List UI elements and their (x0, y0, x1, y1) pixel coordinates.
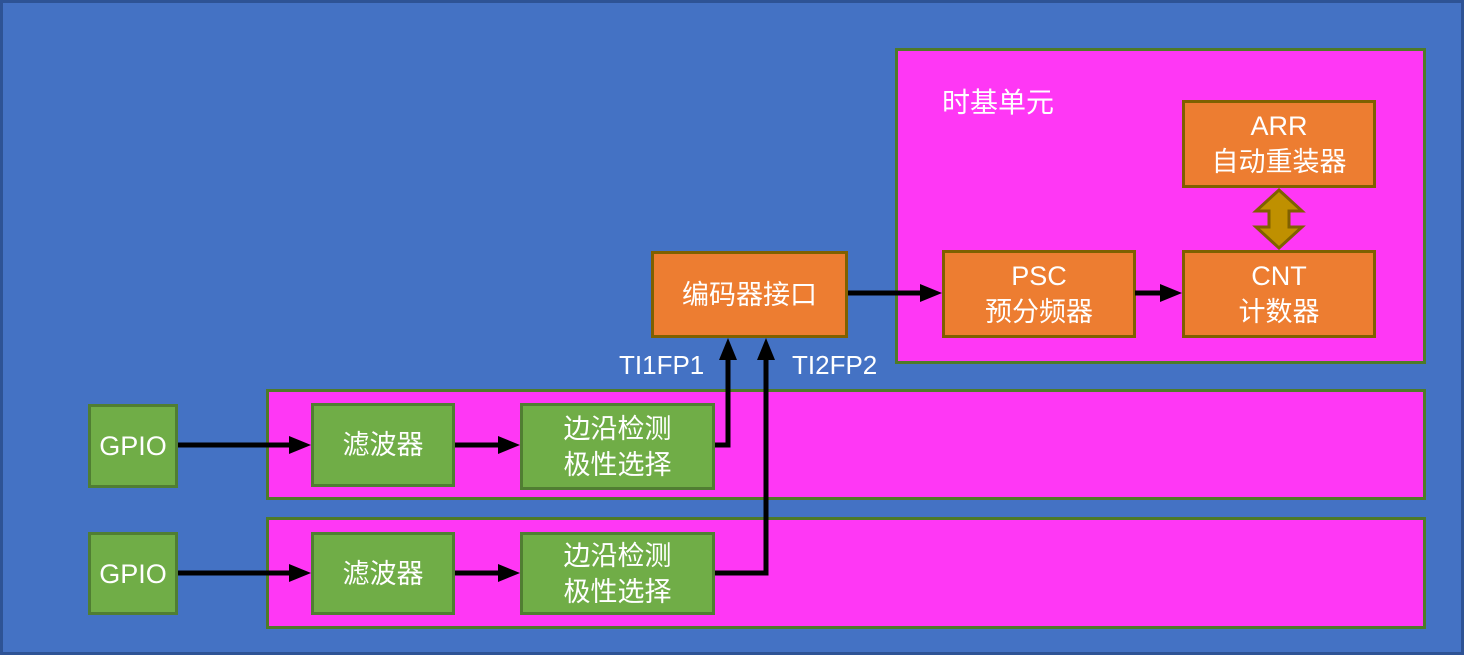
edge-box-1-line2: 极性选择 (563, 449, 672, 480)
cnt-counter-box: CNT 计数器 (1182, 250, 1376, 338)
edge-box-2-line2: 极性选择 (563, 576, 672, 607)
filter-box-2-label: 滤波器 (342, 558, 424, 589)
gpio-box-2-label: GPIO (99, 558, 167, 589)
edge-box-1-line1: 边沿检测 (563, 413, 672, 444)
arr-box-title: ARR (1250, 111, 1308, 141)
cnt-box-subtitle: 计数器 (1238, 297, 1320, 327)
arr-auto-reload-box: ARR 自动重装器 (1182, 100, 1376, 188)
filter-box-2: 滤波器 (311, 532, 455, 615)
edge-detect-polarity-box-2: 边沿检测 极性选择 (520, 532, 715, 615)
psc-box-subtitle: 预分频器 (985, 297, 1093, 327)
encoder-interface-box: 编码器接口 (651, 251, 848, 338)
gpio-box-1: GPIO (88, 404, 178, 488)
encoder-box-label: 编码器接口 (682, 279, 817, 310)
psc-box-title: PSC (1011, 261, 1067, 291)
cnt-box-title: CNT (1251, 261, 1307, 291)
ti2fp2-label: TI2FP2 (792, 350, 878, 380)
gpio-box-2: GPIO (88, 532, 178, 615)
gpio-box-1-label: GPIO (99, 431, 167, 461)
ti1fp1-label: TI1FP1 (619, 350, 705, 380)
edge-box-2-line1: 边沿检测 (563, 540, 672, 571)
arr-box-subtitle: 自动重装器 (1211, 147, 1347, 177)
filter-box-1-label: 滤波器 (342, 430, 424, 460)
timebase-unit-label: 时基单元 (942, 87, 1055, 118)
psc-prescaler-box: PSC 预分频器 (942, 250, 1136, 338)
edge-detect-polarity-box-1: 边沿检测 极性选择 (520, 403, 715, 490)
filter-box-1: 滤波器 (311, 403, 455, 487)
